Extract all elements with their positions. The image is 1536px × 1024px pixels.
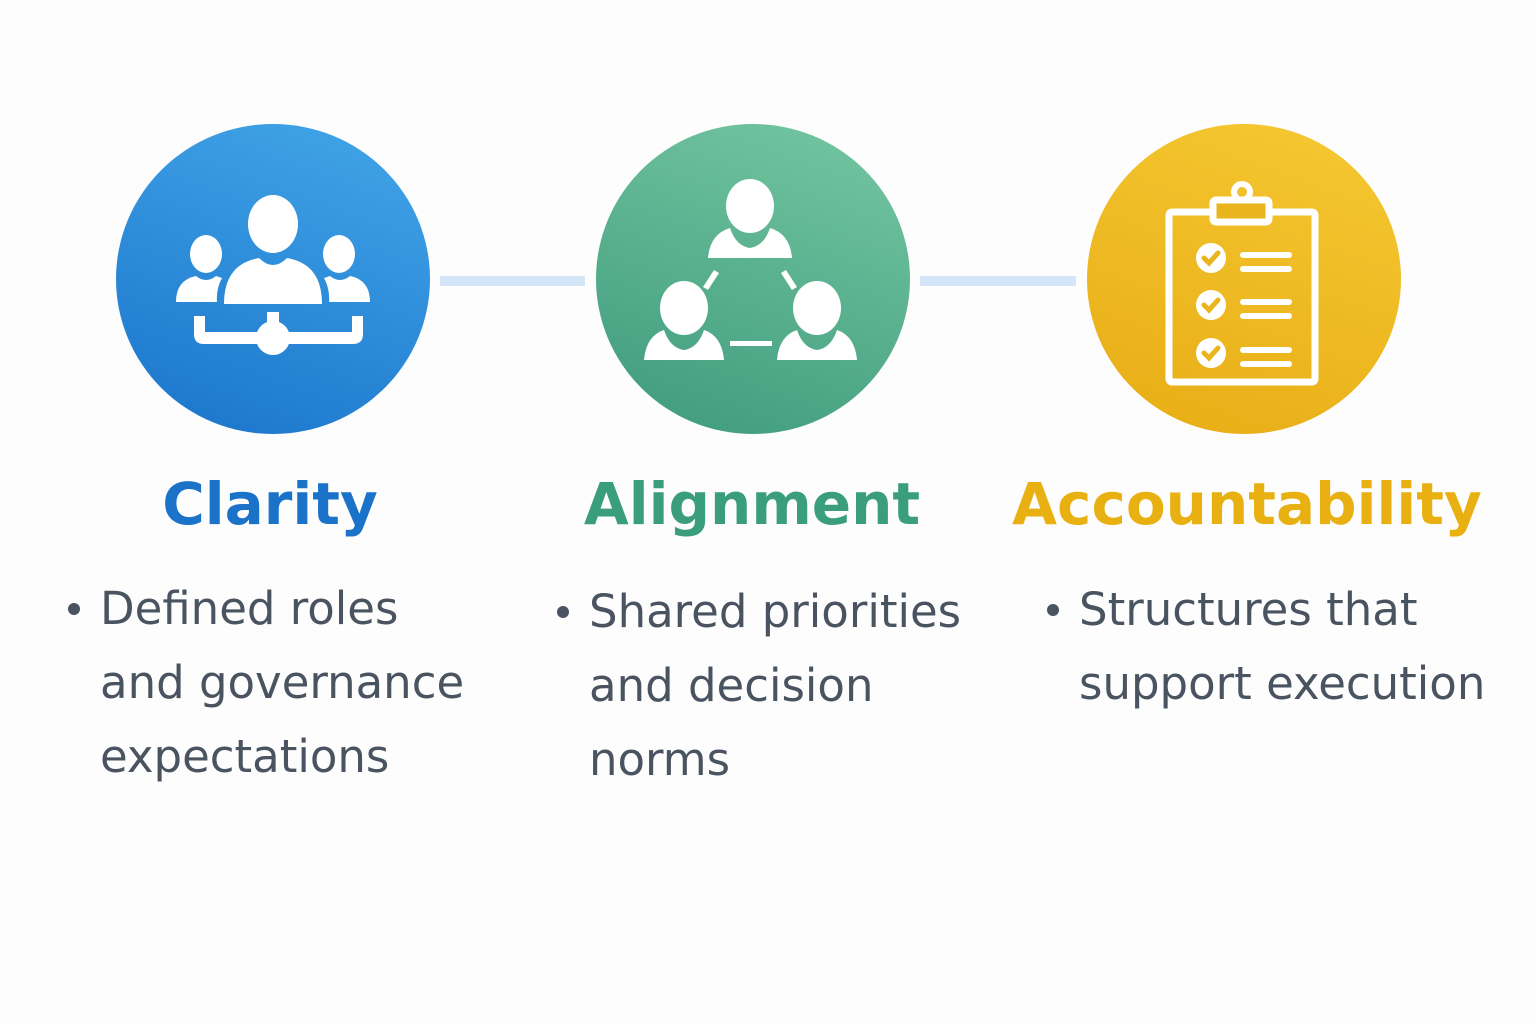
bullet-line: norms (589, 733, 731, 786)
connector-line (440, 276, 585, 286)
bullet-line: Shared priorities (589, 585, 962, 638)
connected-people-icon (644, 179, 857, 360)
bullet-line: expectations (100, 730, 390, 783)
bullet-item: Defined roles and governance expectation… (68, 572, 464, 794)
clarity-icon-circle (116, 124, 430, 434)
clarity-bullet-list: Defined roles and governance expectation… (68, 572, 464, 794)
connector-line (920, 276, 1076, 286)
bullet-line: and governance (100, 656, 465, 709)
bullet-line: and decision (589, 659, 874, 712)
accountability-bullet-list: Structures that support execution (1047, 573, 1485, 721)
bullet-line: Structures that (1079, 583, 1418, 636)
clipboard-checklist-icon (1165, 181, 1319, 386)
team-hierarchy-icon (176, 195, 370, 355)
bullet-line: Defined roles (100, 582, 399, 635)
alignment-bullet-list: Shared priorities and decision norms (557, 575, 961, 797)
alignment-icon-circle (596, 124, 910, 434)
pillar-title-alignment: Alignment (583, 470, 921, 538)
bullet-item: Structures that support execution (1047, 573, 1485, 721)
bullet-item: Shared priorities and decision norms (557, 575, 961, 797)
accountability-icon-circle (1087, 124, 1401, 434)
bullet-line: support execution (1079, 657, 1486, 710)
pillar-title-accountability: Accountability (1012, 470, 1482, 538)
pillar-title-clarity: Clarity (162, 470, 378, 538)
